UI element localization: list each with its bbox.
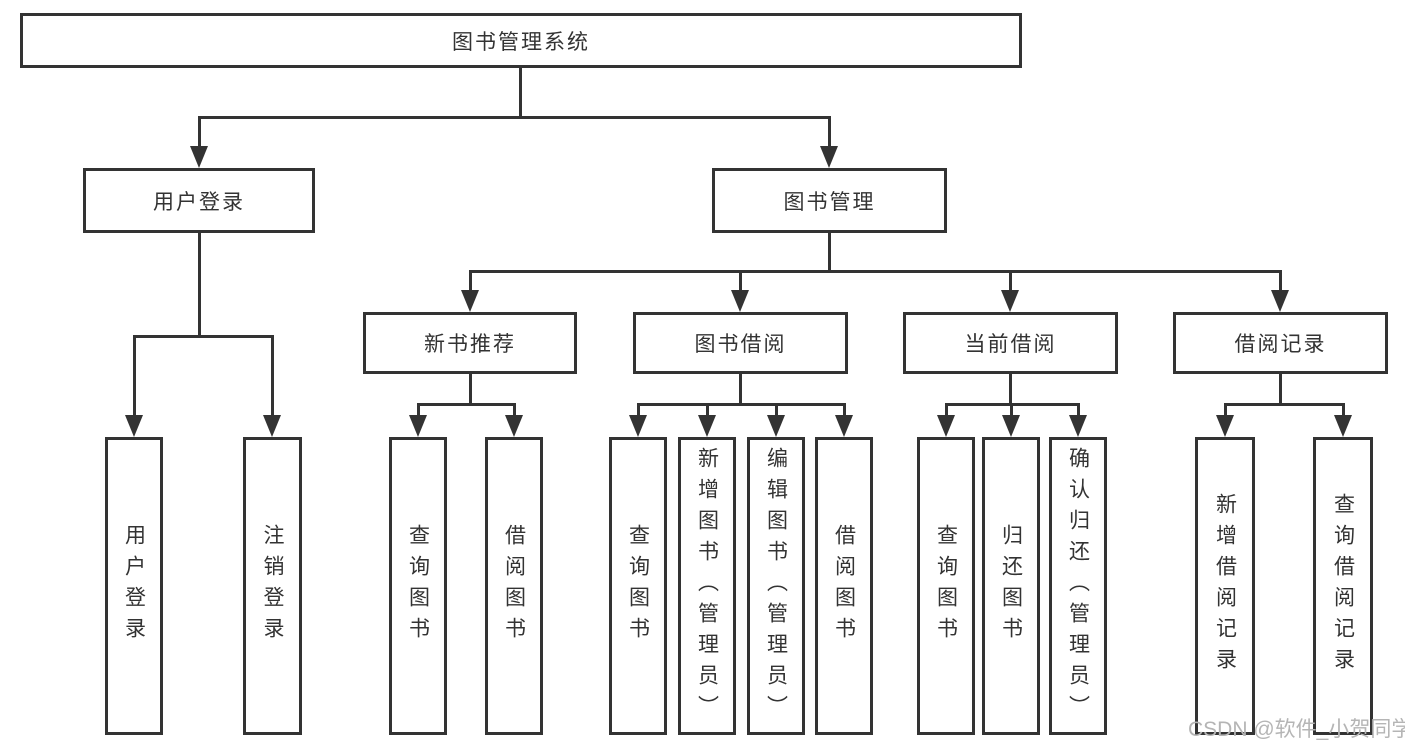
arrow-down-icon [1002, 415, 1020, 437]
arrow-down-icon [731, 290, 749, 312]
connector-line [513, 403, 516, 418]
node-confirm-return-admin: 确认归还（管理员） [1049, 437, 1107, 735]
connector-line [637, 403, 640, 418]
arrow-down-icon [1334, 415, 1352, 437]
connector-line [706, 403, 709, 418]
arrow-down-icon [1069, 415, 1087, 437]
arrow-down-icon [629, 415, 647, 437]
node-add-books-admin: 新增图书（管理员） [678, 437, 736, 735]
arrow-down-icon [409, 415, 427, 437]
connector-line [945, 403, 948, 418]
connector-line [739, 270, 742, 293]
node-borrowing-records: 借阅记录 [1173, 312, 1388, 374]
connector-line [198, 116, 201, 148]
node-logout: 注销登录 [243, 437, 302, 735]
arrow-down-icon [263, 415, 281, 437]
connector-line [1342, 403, 1345, 418]
connector-line [828, 232, 831, 273]
connector-line [469, 270, 472, 293]
connector-line [1010, 403, 1013, 418]
node-query-books-current: 查询图书 [917, 437, 975, 735]
connector-line [1009, 373, 1012, 406]
connector-line [417, 403, 420, 418]
connector-line [843, 403, 846, 418]
arrow-down-icon [820, 146, 838, 168]
arrow-down-icon [835, 415, 853, 437]
node-add-borrow-record: 新增借阅记录 [1195, 437, 1255, 735]
arrow-down-icon [1271, 290, 1289, 312]
connector-line [469, 373, 472, 406]
connector-line [519, 67, 522, 118]
csdn-watermark: CSDN @软件_小贺同学 [1188, 718, 1405, 741]
connector-line [133, 335, 273, 338]
node-current-borrowing: 当前借阅 [903, 312, 1118, 374]
connector-line [1009, 270, 1012, 293]
arrow-down-icon [190, 146, 208, 168]
connector-line [1279, 270, 1282, 293]
connector-line [637, 403, 846, 406]
node-query-books-borrowing: 查询图书 [609, 437, 667, 735]
connector-line [417, 403, 516, 406]
connector-line [1077, 403, 1080, 418]
connector-line [133, 335, 136, 418]
connector-line [1279, 373, 1282, 406]
arrow-down-icon [125, 415, 143, 437]
node-query-books-recommend: 查询图书 [389, 437, 447, 735]
arrow-down-icon [1216, 415, 1234, 437]
arrow-down-icon [767, 415, 785, 437]
node-book-borrowing: 图书借阅 [633, 312, 848, 374]
connector-line [198, 116, 830, 119]
connector-line [469, 270, 1281, 273]
arrow-down-icon [698, 415, 716, 437]
arrow-down-icon [461, 290, 479, 312]
node-user-login: 用户登录 [83, 168, 315, 233]
node-query-borrow-record: 查询借阅记录 [1313, 437, 1373, 735]
node-return-books: 归还图书 [982, 437, 1040, 735]
arrow-down-icon [1001, 290, 1019, 312]
arrow-down-icon [937, 415, 955, 437]
node-user-login-leaf: 用户登录 [105, 437, 163, 735]
node-library-management-system: 图书管理系统 [20, 13, 1022, 68]
node-borrow-books-borrowing: 借阅图书 [815, 437, 873, 735]
arrow-down-icon [505, 415, 523, 437]
node-new-book-recommend: 新书推荐 [363, 312, 577, 374]
connector-line [739, 373, 742, 406]
connector-line [271, 335, 274, 418]
connector-line [1224, 403, 1344, 406]
connector-line [198, 232, 201, 338]
connector-line [775, 403, 778, 418]
connector-line [1224, 403, 1227, 418]
connector-line [828, 116, 831, 148]
node-book-management: 图书管理 [712, 168, 947, 233]
node-edit-books-admin: 编辑图书（管理员） [747, 437, 805, 735]
node-borrow-books-recommend: 借阅图书 [485, 437, 543, 735]
